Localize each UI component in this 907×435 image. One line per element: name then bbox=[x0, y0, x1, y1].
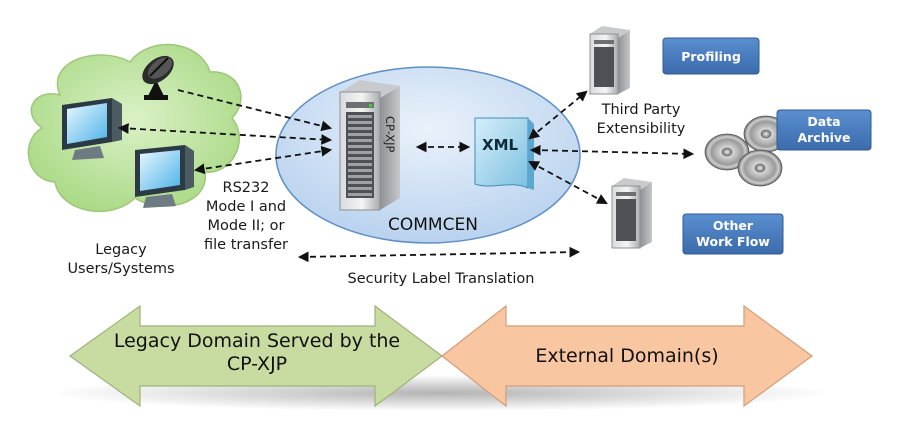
security-label-translation: Security Label Translation bbox=[348, 271, 535, 287]
satellite-dish-icon bbox=[142, 55, 174, 100]
profiling-server-icon bbox=[589, 26, 630, 95]
cp-xjp-server-label: CP-XJP bbox=[383, 116, 397, 153]
computer1-server-arrow bbox=[117, 123, 333, 145]
computer2-server-arrow bbox=[193, 145, 333, 175]
cp-xjp-server-icon bbox=[339, 80, 400, 211]
data-archive-discs-icon bbox=[704, 115, 789, 187]
xml-archive-arrow bbox=[529, 144, 695, 160]
xml-label: XML bbox=[482, 136, 518, 154]
workflow-server-icon bbox=[611, 178, 652, 249]
xml-block bbox=[474, 117, 534, 190]
profiling-label: Profiling bbox=[681, 49, 741, 64]
xml-profiling-arrow bbox=[528, 90, 588, 140]
dish-to-server-arrow bbox=[177, 89, 333, 132]
computer-monitor-icon bbox=[62, 98, 122, 160]
external-domain-arrow bbox=[441, 304, 814, 408]
computer-monitor-icon bbox=[135, 145, 194, 208]
security-label-arrow bbox=[297, 246, 581, 263]
profiling-box bbox=[662, 37, 760, 75]
connector-lines bbox=[117, 89, 695, 263]
other-workflow-box bbox=[682, 213, 784, 255]
commcen-label: COMMCEN bbox=[388, 215, 478, 235]
xml-workflow-arrow bbox=[528, 160, 608, 205]
data-archive-box bbox=[776, 109, 872, 151]
external-domain-label: External Domain(s) bbox=[535, 345, 718, 367]
